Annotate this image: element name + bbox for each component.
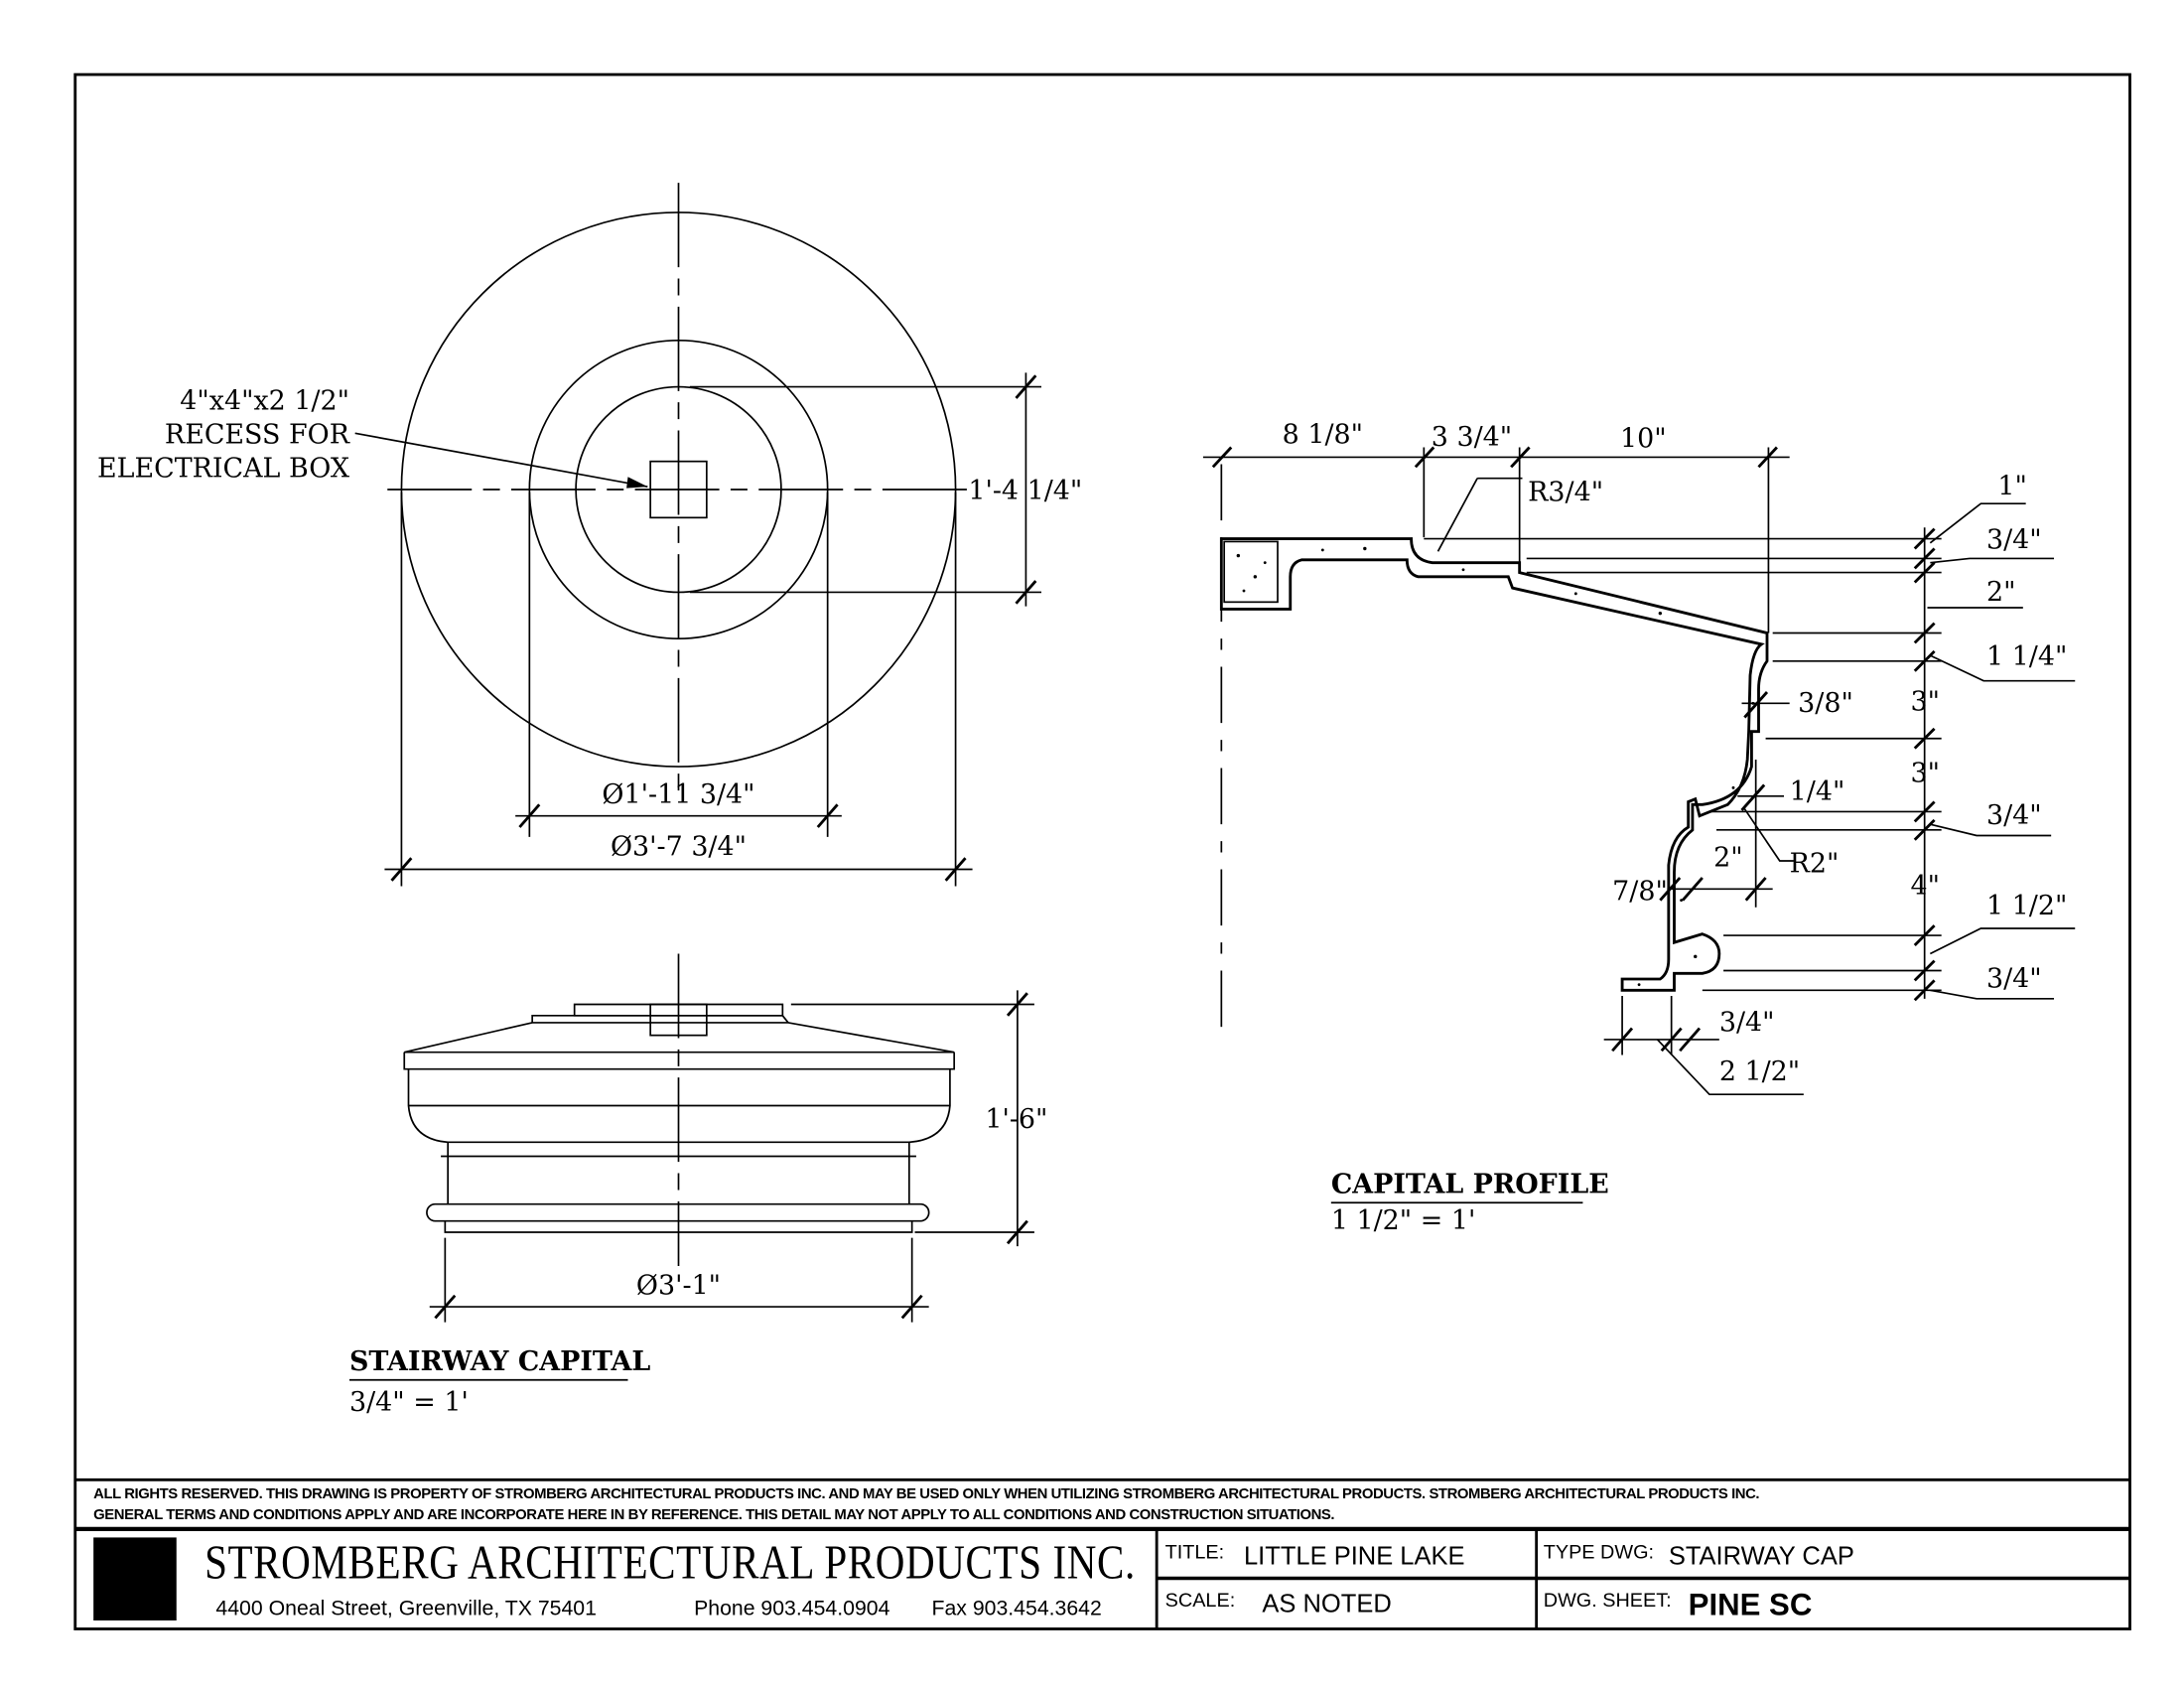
elevation-height-dimension: 1'-6": [985, 1104, 1047, 1135]
profile-dim-right-2: 2": [1986, 577, 2016, 608]
profile-dim-right-0: 1": [1997, 472, 2026, 502]
profile-dim-top-2: 10": [1620, 424, 1667, 455]
title-value: LITTLE PINE LAKE: [1244, 1542, 1465, 1570]
recess-note-line1: 4"x4"x2 1/2": [180, 385, 349, 416]
plan-height-dimension: 1'-4 1/4": [968, 476, 1082, 506]
type-dwg-label: TYPE DWG:: [1544, 1542, 1654, 1564]
profile-dim-right-6: 3/4": [1986, 800, 2042, 831]
radius-low-label: R2": [1790, 848, 1840, 879]
profile-dim-right-8: 1 1/2": [1986, 891, 2067, 921]
dim-two: 2": [1713, 843, 1743, 874]
profile-dim-right-4: 3": [1911, 686, 1941, 717]
dim-three-eighths: 3/8": [1798, 688, 1853, 719]
profile-dim-right-7: 4": [1911, 871, 1941, 902]
recess-note-line3: ELECTRICAL BOX: [97, 453, 350, 484]
dim-seven-eighths: 7/8": [1612, 877, 1668, 908]
capital-profile: 8 1/8" 3 3/4" 10" R3/4" 1" 3/4" 2" 1 1/4…: [1202, 419, 2076, 1236]
sheet-border: [73, 72, 2131, 1630]
recess-note-line2: RECESS FOR: [165, 419, 350, 450]
title-label: TITLE:: [1165, 1542, 1225, 1564]
scale-label: SCALE:: [1165, 1590, 1236, 1612]
profile-dim-bottom-0: 3/4": [1719, 1007, 1775, 1038]
profile-dim-bottom-1: 2 1/2": [1719, 1056, 1800, 1087]
stairway-capital-scale: 3/4" = 1': [349, 1387, 469, 1418]
dwg-sheet-label: DWG. SHEET:: [1544, 1590, 1672, 1612]
capital-profile-scale: 1 1/2" = 1': [1331, 1205, 1476, 1236]
elevation-view: 1'-6" Ø3'-1" STAIRWAY CAPITAL 3/4" = 1': [349, 953, 1047, 1418]
type-dwg-value: STAIRWAY CAP: [1669, 1542, 1854, 1570]
profile-dim-top-1: 3 3/4": [1432, 422, 1512, 453]
capital-profile-title: CAPITAL PROFILE: [1331, 1169, 1609, 1199]
profile-dim-top-0: 8 1/8": [1283, 419, 1363, 450]
company-phone: Phone 903.454.0904: [694, 1596, 890, 1619]
dim-one-quarter: 1/4": [1790, 776, 1845, 807]
company-fax: Fax 903.454.3642: [932, 1596, 1102, 1619]
profile-dim-right-3: 1 1/4": [1986, 641, 2067, 672]
company-address: 4400 Oneal Street, Greenville, TX 75401: [215, 1596, 597, 1619]
dwg-sheet-value: PINE SC: [1689, 1587, 1813, 1621]
company-name: STROMBERG ARCHITECTURAL PRODUCTS INC.: [205, 1537, 1136, 1590]
profile-dim-right-1: 3/4": [1986, 525, 2042, 556]
company-logo-block: [93, 1537, 177, 1620]
inner-diameter-dimension: Ø1'-11 3/4": [602, 779, 754, 810]
plan-view: 4"x4"x2 1/2" RECESS FOR ELECTRICAL BOX 1…: [97, 183, 1082, 887]
disclaimer-line2: GENERAL TERMS AND CONDITIONS APPLY AND A…: [93, 1507, 1334, 1523]
scale-value: AS NOTED: [1262, 1591, 1391, 1618]
outer-diameter-dimension: Ø3'-7 3/4": [611, 831, 747, 862]
stairway-capital-title: STAIRWAY CAPITAL: [349, 1346, 650, 1377]
disclaimer-line1: ALL RIGHTS RESERVED. THIS DRAWING IS PRO…: [93, 1486, 1759, 1502]
profile-dim-right-9: 3/4": [1986, 964, 2042, 995]
radius-top-label: R3/4": [1528, 477, 1603, 507]
profile-dim-right-5: 3": [1911, 759, 1941, 789]
base-diameter-dimension: Ø3'-1": [636, 1270, 721, 1301]
